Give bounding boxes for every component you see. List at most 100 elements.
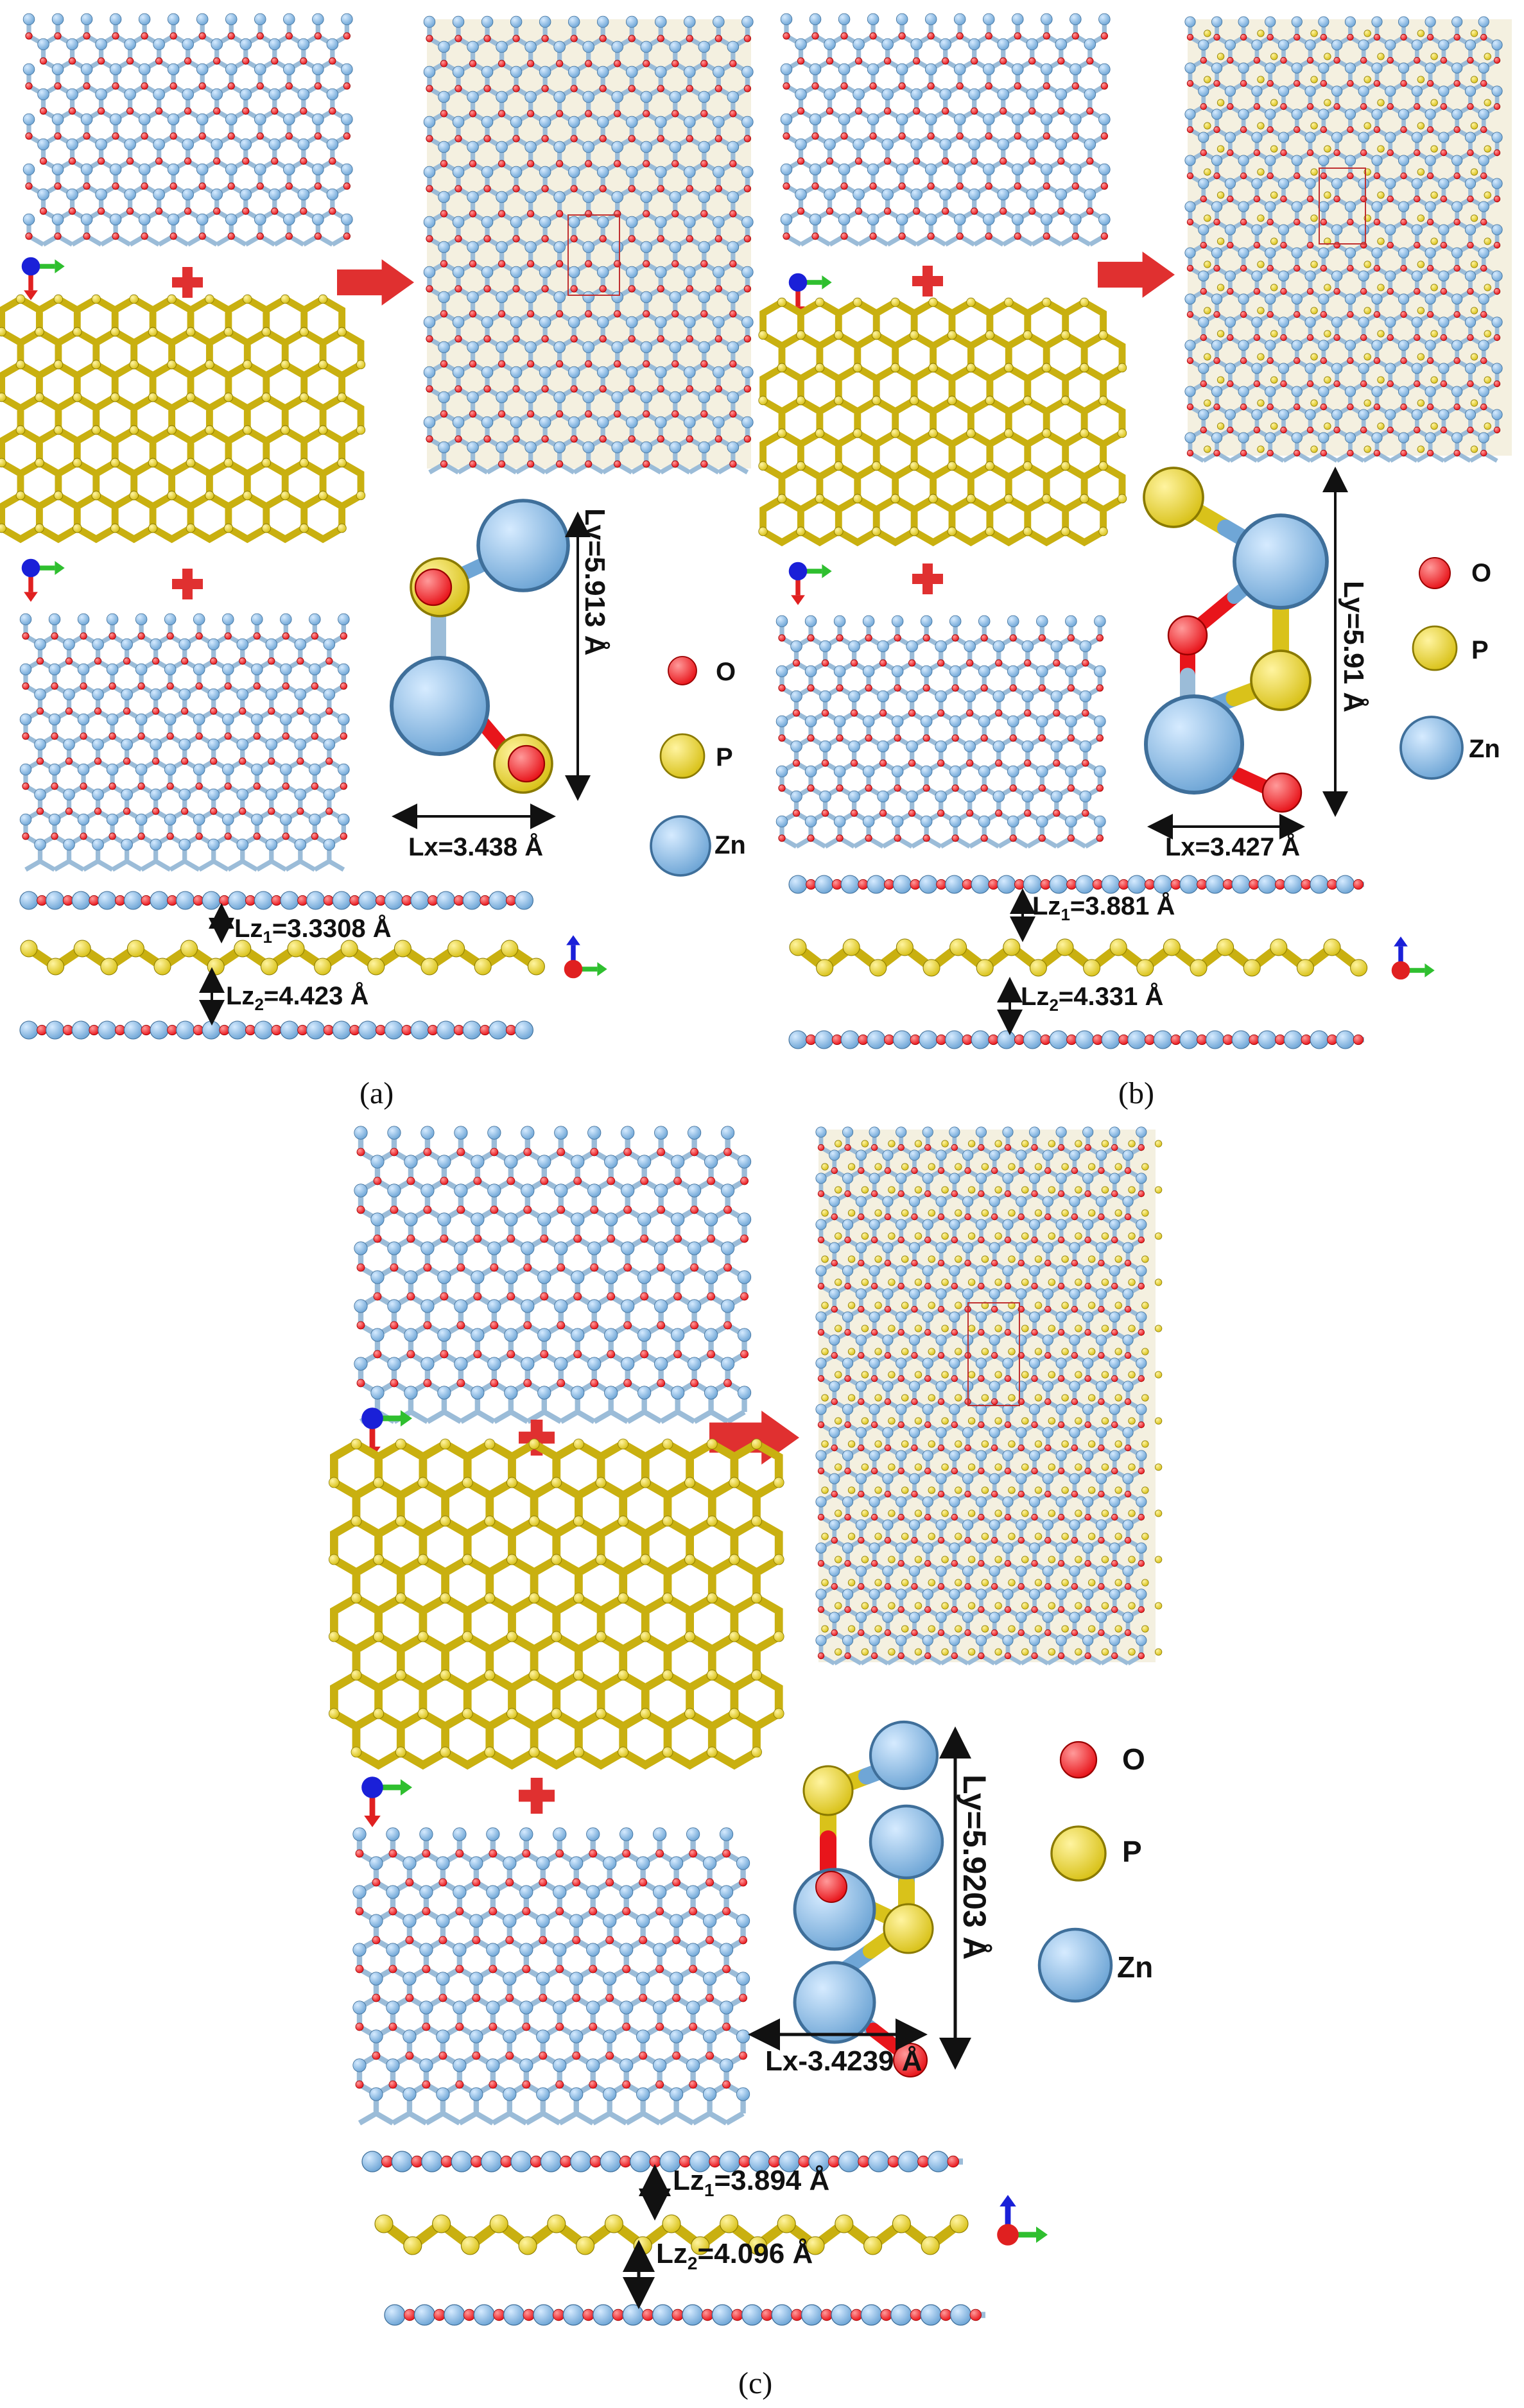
o-atom	[1044, 1398, 1052, 1406]
zn-atom	[727, 291, 740, 304]
o-atom	[505, 1024, 517, 1036]
o-atom	[922, 634, 930, 642]
zn-atom	[539, 166, 551, 178]
p-atom	[420, 958, 438, 976]
o-atom	[1145, 879, 1156, 890]
p-atom	[373, 1708, 385, 1719]
o-atom	[761, 2309, 774, 2321]
o-atom	[39, 107, 48, 115]
zn-atom	[736, 1856, 750, 1870]
o-atom	[1280, 380, 1287, 388]
o-atom	[1294, 33, 1301, 41]
o-atom	[1043, 182, 1050, 190]
zn-atom	[653, 2000, 667, 2015]
o-atom	[672, 1878, 681, 1887]
zn-atom	[1265, 386, 1276, 397]
o-atom	[570, 235, 578, 243]
p-atom	[1048, 1278, 1056, 1286]
zn-atom	[34, 838, 46, 851]
p-atom	[0, 458, 6, 468]
p-atom	[1217, 330, 1225, 338]
o-atom	[242, 157, 250, 165]
p-atom	[777, 363, 787, 373]
o-atom	[25, 32, 33, 40]
zn-atom	[949, 815, 962, 828]
o-atom	[553, 2309, 565, 2321]
o-atom	[897, 1560, 905, 1567]
zn-atom	[436, 1856, 450, 1870]
o-atom	[438, 1878, 447, 1887]
o-atom	[1124, 1305, 1132, 1313]
o-atom	[1414, 288, 1421, 295]
o-atom	[1004, 1375, 1012, 1382]
zn-atom	[567, 116, 580, 128]
o-atom	[884, 57, 892, 65]
o-atom	[1414, 380, 1421, 388]
zn-atom	[467, 90, 479, 103]
o-atom	[570, 435, 578, 443]
zn-atom	[882, 1473, 894, 1484]
o-atom	[570, 135, 578, 142]
zn-atom	[1464, 316, 1476, 328]
o-atom	[555, 1907, 564, 1916]
p-atom	[815, 297, 825, 307]
p-atom	[1484, 376, 1491, 384]
o-atom	[922, 784, 930, 792]
zn-atom	[510, 65, 523, 78]
p-atom	[373, 1554, 385, 1565]
bp-top-c	[328, 1438, 784, 1770]
o-atom	[1353, 879, 1364, 890]
o-atom	[978, 1329, 985, 1336]
o-atom	[622, 2022, 631, 2031]
o-atom	[911, 1259, 918, 1267]
zn-atom	[815, 1635, 827, 1646]
o-atom	[271, 895, 282, 906]
zn-atom	[684, 366, 696, 379]
o-atom	[978, 1606, 985, 1613]
p-atom	[928, 1440, 935, 1448]
zn-atom	[1277, 316, 1290, 328]
zn-atom	[1238, 293, 1249, 305]
o-atom	[126, 57, 134, 65]
o-atom	[423, 1205, 432, 1214]
zn-atom	[982, 13, 995, 26]
o-atom	[285, 132, 293, 140]
zn-atom	[603, 2029, 617, 2043]
o-atom	[490, 1321, 499, 1330]
zn-atom	[453, 1827, 467, 1841]
p-atom	[821, 1302, 829, 1309]
zn-atom	[684, 65, 696, 78]
o-atom	[614, 410, 621, 418]
o-atom	[643, 460, 650, 468]
o-atom	[844, 1329, 851, 1336]
zn-atom	[775, 765, 788, 778]
zn-atom	[922, 1311, 933, 1323]
o-atom	[155, 57, 163, 65]
o-atom	[490, 1205, 499, 1214]
o-atom	[628, 385, 636, 393]
zn-atom	[587, 1183, 602, 1198]
zn-atom	[467, 40, 479, 53]
zn-atom	[462, 1020, 481, 1040]
o-atom	[438, 1993, 447, 2002]
o-atom	[469, 210, 477, 218]
zn-atom	[283, 13, 295, 26]
zn-atom	[1028, 1588, 1041, 1600]
zn-atom	[862, 815, 875, 828]
p-atom	[595, 1708, 607, 1719]
o-atom	[483, 385, 491, 393]
o-atom	[245, 1024, 256, 1036]
p-atom	[773, 1477, 784, 1488]
zn-atom	[1002, 1542, 1014, 1554]
zn-atom	[106, 713, 119, 726]
o-atom	[1004, 1467, 1012, 1475]
o-atom	[440, 310, 448, 318]
side-zno-bottom-b	[788, 1030, 1364, 1049]
zn-atom	[896, 1635, 907, 1646]
zn-atom	[881, 138, 894, 151]
o-atom	[589, 2155, 602, 2168]
o-atom	[483, 35, 491, 42]
zn-atom	[737, 1386, 752, 1400]
zn-atom	[138, 113, 151, 126]
o-atom	[455, 135, 462, 142]
